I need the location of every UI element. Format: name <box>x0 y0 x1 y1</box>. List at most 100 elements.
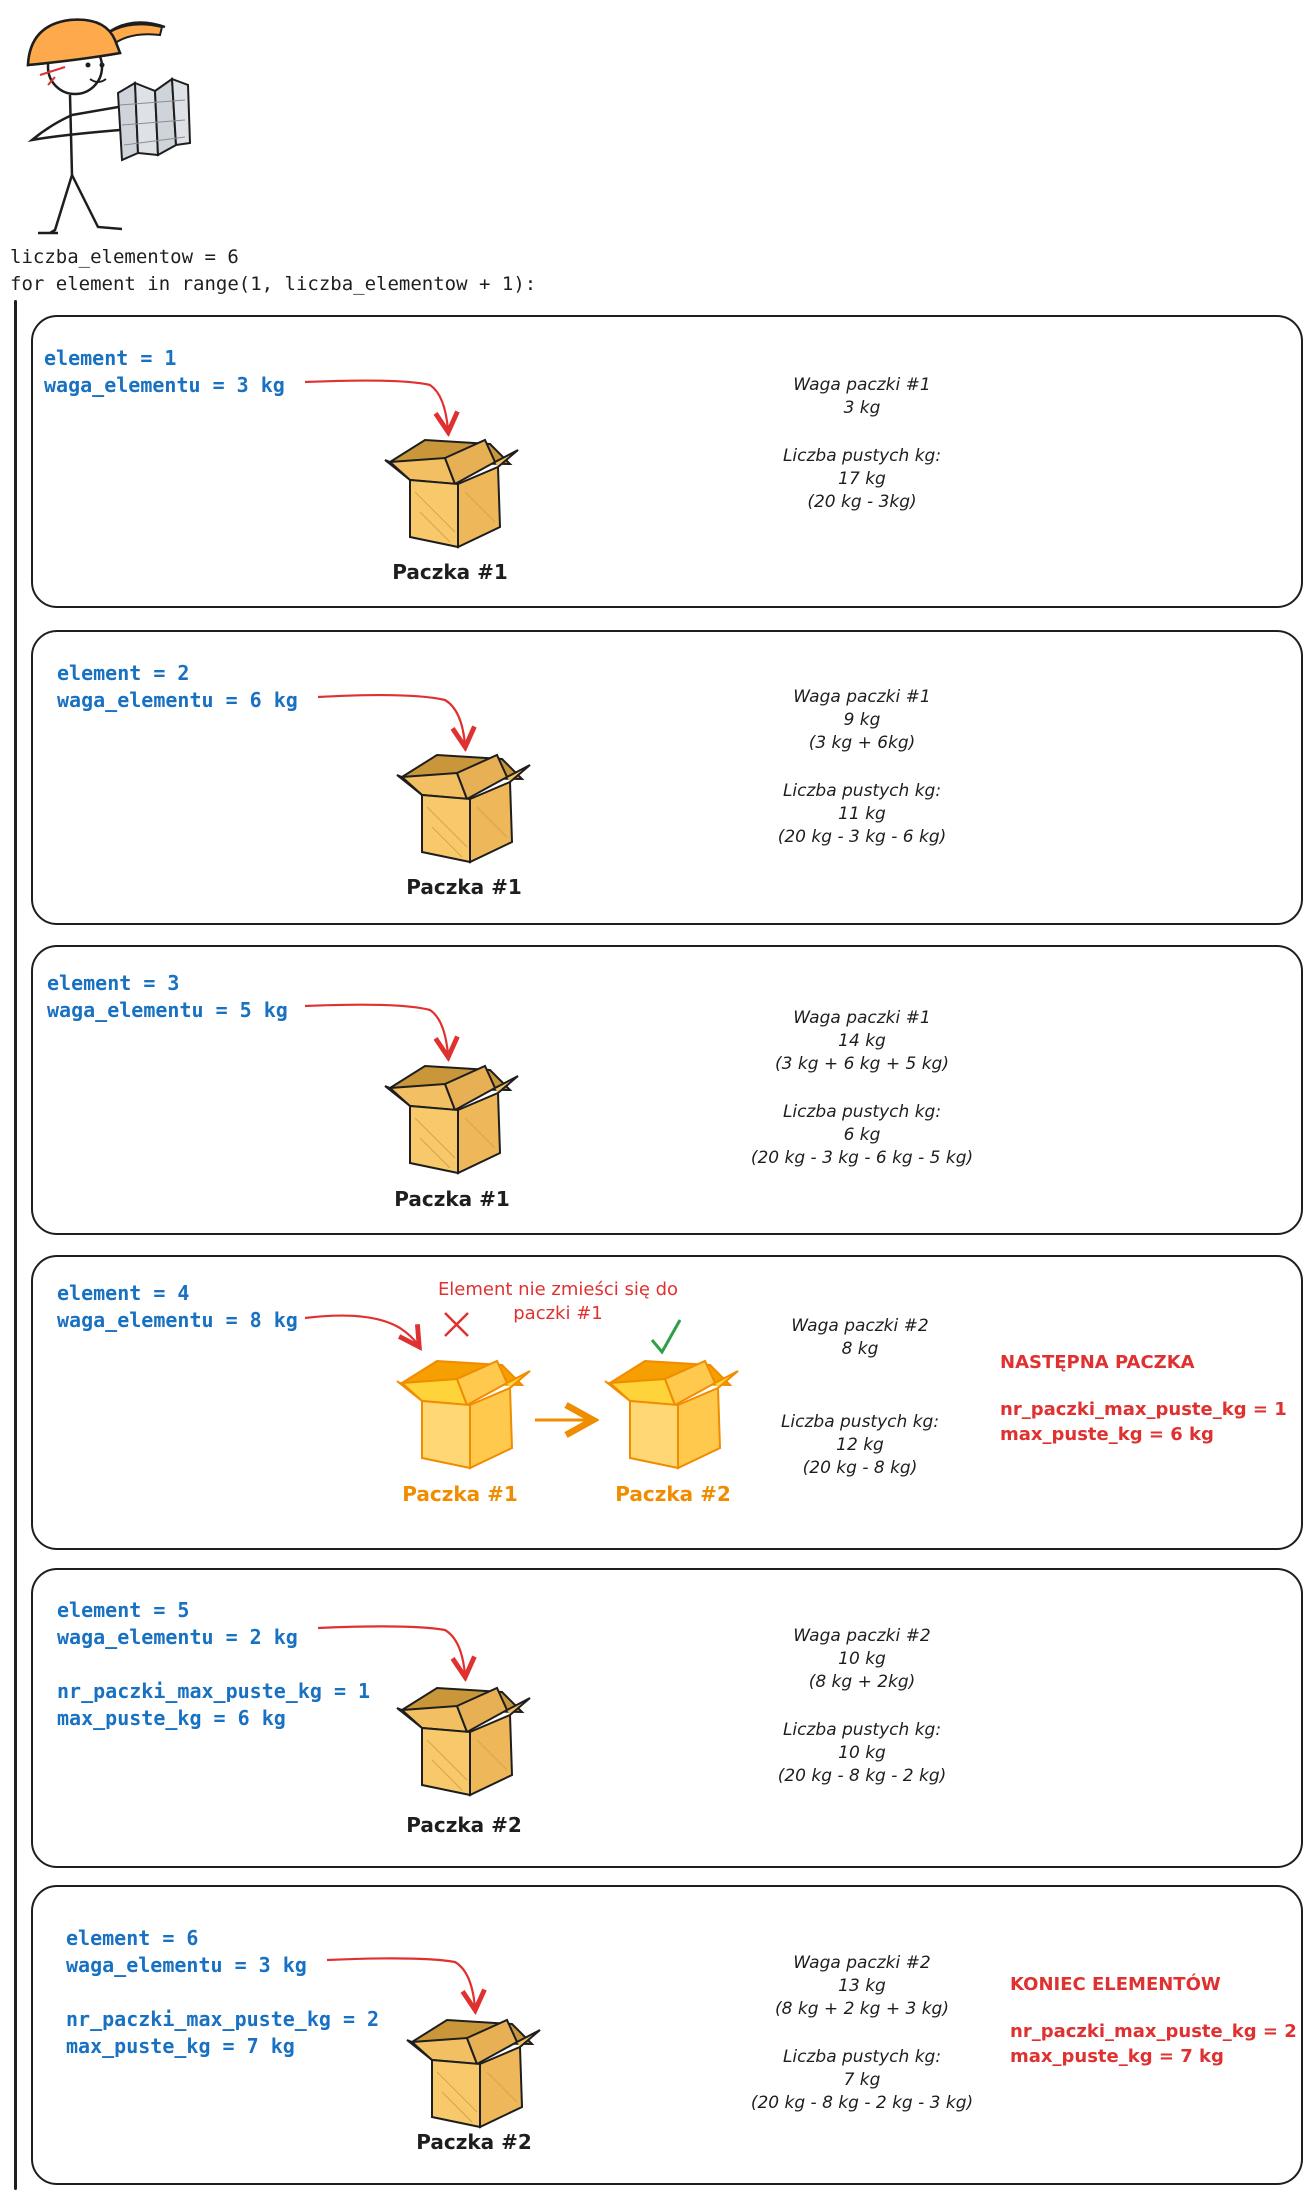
step-6-info: Waga paczki #2 13 kg (8 kg + 2 kg + 3 kg… <box>672 1952 1052 2115</box>
step-5-vars: element = 5 waga_elementu = 2 kg nr_paczki… <box>57 1597 370 1732</box>
info-line: Waga paczki #2 <box>793 1953 931 1973</box>
info-line: 12 kg <box>836 1435 884 1455</box>
step-3-info: Waga paczki #1 14 kg (3 kg + 6 kg + 5 kg… <box>672 1007 1052 1170</box>
step-1-info: Waga paczki #1 3 kg Liczba pustych kg: 1… <box>672 374 1052 514</box>
info-line: Waga paczki #1 <box>793 1008 931 1028</box>
arrow-to-box <box>317 1625 465 1675</box>
note-line: nr_paczki_max_puste_kg = 1 <box>1000 1399 1287 1420</box>
waga-var: waga_elementu = 3 kg <box>44 373 285 397</box>
info-line: 10 kg <box>838 1743 886 1763</box>
package-box-icon <box>384 1065 519 1174</box>
box-label-2: Paczka #2 <box>615 1482 731 1506</box>
info-line: 13 kg <box>838 1976 886 1996</box>
box-label: Paczka #2 <box>406 1813 522 1837</box>
package-box-icon <box>384 439 519 548</box>
info-line: (20 kg - 3 kg - 6 kg - 5 kg) <box>750 1148 974 1168</box>
max-var: max_puste_kg = 6 kg <box>57 1706 286 1730</box>
box-label: Paczka #1 <box>392 560 508 584</box>
end-of-elements-note: KONIEC ELEMENTÓW nr_paczki_max_puste_kg … <box>1010 1972 1297 2069</box>
info-line: (20 kg - 8 kg) <box>802 1458 918 1478</box>
step-4-info: Waga paczki #2 8 kg Liczba pustych kg: 1… <box>670 1315 1050 1480</box>
waga-var: waga_elementu = 5 kg <box>47 998 288 1022</box>
element-var: element = 2 <box>57 661 190 685</box>
step-panel-2 <box>31 630 1303 925</box>
arrow-to-box <box>317 693 465 745</box>
note-line: max_puste_kg = 6 kg <box>1000 1424 1214 1445</box>
package-box-icon-1 <box>396 1360 531 1469</box>
info-line: (3 kg + 6 kg + 5 kg) <box>775 1054 949 1074</box>
code-line-liczba: liczba_elementow = 6 <box>10 246 239 268</box>
element-var: element = 5 <box>57 1598 190 1622</box>
box-label-1: Paczka #1 <box>402 1482 518 1506</box>
waga-var: waga_elementu = 6 kg <box>57 688 298 712</box>
nr-var: nr_paczki_max_puste_kg = 1 <box>57 1679 371 1703</box>
step-2-info: Waga paczki #1 9 kg (3 kg + 6kg) Liczba … <box>672 686 1052 849</box>
code-header: liczba_elementow = 6 for element in rang… <box>10 244 536 298</box>
info-line: (20 kg - 8 kg - 2 kg - 3 kg) <box>750 2093 974 2113</box>
overflow-warning: Element nie zmieści się do paczki #1 <box>437 1279 679 1324</box>
arrow-to-box <box>304 379 448 430</box>
step-panel-3 <box>31 945 1303 1235</box>
element-var: element = 3 <box>47 971 180 995</box>
note-title: KONIEC ELEMENTÓW <box>1010 1974 1221 1995</box>
info-line: 10 kg <box>838 1649 886 1669</box>
info-line: (8 kg + 2 kg + 3 kg) <box>775 1999 949 2019</box>
element-var: element = 4 <box>57 1281 190 1305</box>
element-var: element = 6 <box>66 1926 199 1950</box>
element-var: element = 1 <box>44 346 177 370</box>
info-line: 3 kg <box>843 398 881 418</box>
step-2-vars: element = 2 waga_elementu = 6 kg <box>57 660 298 714</box>
code-line-for: for element in range(1, liczba_elementow… <box>10 273 537 295</box>
package-box-icon <box>406 2019 541 2128</box>
info-line: 17 kg <box>838 469 886 489</box>
box-label: Paczka #1 <box>394 1187 510 1211</box>
info-line: Liczba pustych kg: <box>782 1720 942 1740</box>
box-label: Paczka #1 <box>406 875 522 899</box>
info-line: Liczba pustych kg: <box>782 2047 942 2067</box>
note-title: NASTĘPNA PACZKA <box>1000 1352 1195 1373</box>
info-line: (20 kg - 8 kg - 2 kg) <box>777 1766 947 1786</box>
info-line: (20 kg - 3 kg - 6 kg) <box>777 827 947 847</box>
nr-var: nr_paczki_max_puste_kg = 2 <box>66 2007 380 2031</box>
info-line: (8 kg + 2kg) <box>808 1672 916 1692</box>
info-line: 8 kg <box>841 1339 879 1359</box>
info-line: Liczba pustych kg: <box>782 781 942 801</box>
loop-body-line <box>14 300 17 2190</box>
info-line: 7 kg <box>843 2070 881 2090</box>
waga-var: waga_elementu = 3 kg <box>66 1953 307 1977</box>
step-6-vars: element = 6 waga_elementu = 3 kg nr_paczki… <box>66 1925 379 2060</box>
cross-icon <box>444 1312 469 1337</box>
waga-var: waga_elementu = 2 kg <box>57 1625 298 1649</box>
info-line: 6 kg <box>843 1125 881 1145</box>
note-line: max_puste_kg = 7 kg <box>1010 2046 1224 2067</box>
step-panel-1 <box>31 315 1303 608</box>
step-1-vars: element = 1 waga_elementu = 3 kg <box>44 345 285 399</box>
package-box-icon <box>396 1687 531 1796</box>
next-package-note: NASTĘPNA PACZKA nr_paczki_max_puste_kg =… <box>1000 1350 1287 1447</box>
arrow-to-box <box>304 1003 448 1055</box>
info-line: 11 kg <box>838 804 886 824</box>
info-line: Waga paczki #2 <box>791 1316 929 1336</box>
arrow-to-box <box>304 1314 418 1345</box>
info-line: Waga paczki #1 <box>793 687 931 707</box>
step-3-vars: element = 3 waga_elementu = 5 kg <box>47 970 288 1024</box>
note-line: nr_paczki_max_puste_kg = 2 <box>1010 2021 1297 2042</box>
info-line: (3 kg + 6kg) <box>808 733 916 753</box>
step-panel-4 <box>31 1255 1303 1550</box>
info-line: (20 kg - 3kg) <box>807 492 917 512</box>
info-line: Liczba pustych kg: <box>782 446 942 466</box>
info-line: 9 kg <box>843 710 881 730</box>
box-label: Paczka #2 <box>416 2130 532 2154</box>
check-icon <box>650 1319 682 1355</box>
step-5-info: Waga paczki #2 10 kg (8 kg + 2kg) Liczba… <box>672 1625 1052 1788</box>
info-line: Waga paczki #2 <box>793 1626 931 1646</box>
arrow-to-box <box>326 1957 475 2008</box>
info-line: Liczba pustych kg: <box>780 1412 940 1432</box>
step-panel-6 <box>31 1885 1303 2185</box>
max-var: max_puste_kg = 7 kg <box>66 2034 295 2058</box>
info-line: Liczba pustych kg: <box>782 1102 942 1122</box>
info-line: Waga paczki #1 <box>793 375 931 395</box>
worker-figure-illustration <box>26 18 192 235</box>
